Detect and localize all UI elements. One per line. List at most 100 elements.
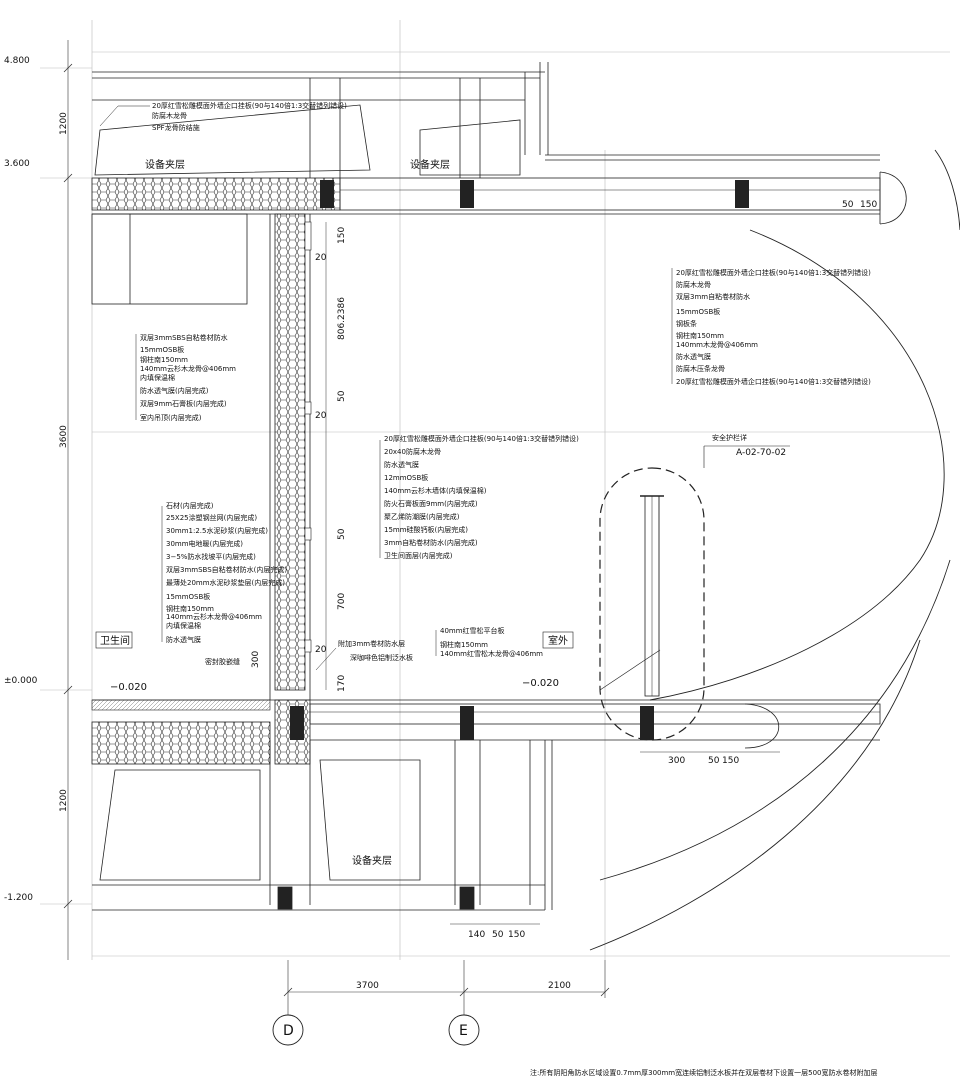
slab-dimensions: 50 150 300 50 150 140 50 150 xyxy=(450,200,877,940)
svg-text:室内吊顶(内层完成): 室内吊顶(内层完成) xyxy=(140,413,202,422)
axis-e: E xyxy=(459,1023,468,1039)
svg-text:140mm云杉木墙体(内填保温棉): 140mm云杉木墙体(内填保温棉) xyxy=(384,486,487,495)
svg-text:140mm木龙骨@406mm: 140mm木龙骨@406mm xyxy=(676,340,758,349)
level-3600: 3.600 xyxy=(4,159,30,169)
svg-text:140: 140 xyxy=(468,930,485,940)
level-markers: 4.800 3.600 ±0.000 -1.200 1200 3600 1200 xyxy=(4,40,73,960)
svg-text:双层9mm石膏板(内层完成): 双层9mm石膏板(内层完成) xyxy=(140,399,227,408)
svg-text:卫生间面层(内层完成): 卫生间面层(内层完成) xyxy=(384,551,453,560)
svg-text:15mmOSB板: 15mmOSB板 xyxy=(676,307,720,316)
level-0000: ±0.000 xyxy=(4,676,38,686)
notes-left-roof: 双层3mmSBS自粘卷材防水 15mmOSB板 钢柱南150mm 140mm云杉… xyxy=(135,333,236,422)
svg-text:钢柱南150mm: 钢柱南150mm xyxy=(440,640,488,649)
svg-text:聚乙烯防潮膜(内层完成): 聚乙烯防潮膜(内层完成) xyxy=(384,512,460,521)
svg-text:内填保温棉: 内填保温棉 xyxy=(166,621,201,630)
notes-right-wall: 20厚红雪松雕模面外墙企口挂板(90与140倍1:3交替错列错设) 防腐木龙骨 … xyxy=(671,268,871,386)
elevation-right: −0.020 xyxy=(522,678,559,689)
svg-text:3−5%防水找坡平(内层完成): 3−5%防水找坡平(内层完成) xyxy=(166,552,256,561)
guard-rail-label: 安全护栏详 xyxy=(712,433,747,442)
lower-equipment xyxy=(92,740,553,911)
wall-dimensions: 150 806.2386 50 20 20 50 700 20 170 300 xyxy=(251,222,347,692)
svg-text:石材(内层完成): 石材(内层完成) xyxy=(166,501,214,510)
interior-box xyxy=(91,213,248,305)
footnote: 注:所有阴阳角防水区域设置0.7mm厚300mm宽连续铝制泛水板并在双层卷材下设… xyxy=(530,1068,878,1077)
note-seal: 密封胶嵌缝 xyxy=(205,657,240,666)
svg-text:50: 50 xyxy=(842,200,854,210)
level-4800: 4.800 xyxy=(4,56,30,66)
bottom-dimensions: 3700 2100 D E xyxy=(272,960,610,1046)
elevation-left: −0.020 xyxy=(110,682,147,693)
svg-text:15mmOSB板: 15mmOSB板 xyxy=(140,345,184,354)
notes-center-wall: 20厚红雪松雕模面外墙企口挂板(90与140倍1:3交替错列错设) 20x40防… xyxy=(379,434,579,560)
room-outdoor: 室外 xyxy=(548,634,568,647)
svg-text:140mm云杉木龙骨@406mm: 140mm云杉木龙骨@406mm xyxy=(140,364,236,373)
svg-text:40mm红雪松平台板: 40mm红雪松平台板 xyxy=(440,626,505,635)
svg-text:50: 50 xyxy=(337,528,347,540)
guard-rail-ref: A-02-70-02 xyxy=(736,448,786,458)
main-wall xyxy=(269,213,312,700)
svg-text:150: 150 xyxy=(722,756,739,766)
svg-text:20x40防腐木龙骨: 20x40防腐木龙骨 xyxy=(384,447,441,456)
curved-canopy xyxy=(589,149,960,951)
svg-text:140mm红雪松木龙骨@406mm: 140mm红雪松木龙骨@406mm xyxy=(440,649,543,658)
grid-lines xyxy=(40,20,950,960)
dim-3700: 3700 xyxy=(356,981,379,991)
svg-text:700: 700 xyxy=(337,593,347,610)
svg-text:30mm1:2.5水泥砂浆(内层完成): 30mm1:2.5水泥砂浆(内层完成) xyxy=(166,526,268,535)
notes-deck: 40mm红雪松平台板 钢柱南150mm 140mm红雪松木龙骨@406mm xyxy=(435,626,543,658)
level-m1200: -1.200 xyxy=(4,893,33,903)
notes-top-eave: 20厚红雪松雕模面外墙企口挂板(90与140倍1:3交替错列错设) 防腐木龙骨 … xyxy=(99,101,347,132)
svg-text:50: 50 xyxy=(492,930,504,940)
svg-text:150: 150 xyxy=(337,227,347,244)
notes-base: 附加3mm卷材防水层 深咖啡色铝制泛水板 xyxy=(315,639,413,671)
svg-text:最薄处20mm水泥砂浆垫层(内层完成): 最薄处20mm水泥砂浆垫层(内层完成) xyxy=(166,578,285,587)
room-bathroom: 卫生间 xyxy=(100,634,130,647)
svg-text:20厚红雪松雕模面外墙企口挂板(90与140倍1:3交替错列: 20厚红雪松雕模面外墙企口挂板(90与140倍1:3交替错列错设) xyxy=(676,268,871,277)
roof-slab xyxy=(91,171,907,225)
svg-text:50: 50 xyxy=(337,390,347,402)
room-labels: 设备夹层 设备夹层 设备夹层 卫生间 室外 −0.020 −0.020 xyxy=(95,158,574,867)
svg-text:20厚红雪松雕模面外墙企口挂板(90与140倍1:3交替错列: 20厚红雪松雕模面外墙企口挂板(90与140倍1:3交替错列错设) xyxy=(152,101,347,110)
room-equipment-lower: 设备夹层 xyxy=(352,854,392,867)
svg-text:12mmOSB板: 12mmOSB板 xyxy=(384,473,428,482)
svg-text:双层3mmSBS自粘卷材防水(内层完成): 双层3mmSBS自粘卷材防水(内层完成) xyxy=(166,565,287,574)
svg-text:3mm自粘卷材防水(内层完成): 3mm自粘卷材防水(内层完成) xyxy=(384,538,478,547)
svg-text:防水透气膜: 防水透气膜 xyxy=(384,460,419,469)
svg-text:钢板条: 钢板条 xyxy=(676,319,697,328)
svg-text:防水透气膜(内层完成): 防水透气膜(内层完成) xyxy=(140,386,209,395)
svg-text:20: 20 xyxy=(315,645,327,655)
svg-text:150: 150 xyxy=(860,200,877,210)
svg-text:防火石膏板面9mm(内层完成): 防火石膏板面9mm(内层完成) xyxy=(384,499,478,508)
room-equipment-upper-left: 设备夹层 xyxy=(145,158,185,171)
svg-text:防腐木龙骨: 防腐木龙骨 xyxy=(676,280,711,289)
svg-text:20厚红雪松雕模面外墙企口挂板(90与140倍1:3交替错列: 20厚红雪松雕模面外墙企口挂板(90与140倍1:3交替错列错设) xyxy=(384,434,579,443)
floor-slab xyxy=(91,699,881,765)
svg-text:附加3mm卷材防水层: 附加3mm卷材防水层 xyxy=(338,639,405,648)
svg-text:防水透气膜: 防水透气膜 xyxy=(166,635,201,644)
svg-text:深咖啡色铝制泛水板: 深咖啡色铝制泛水板 xyxy=(350,653,413,662)
svg-text:170: 170 xyxy=(337,675,347,692)
svg-text:钢柱南150mm: 钢柱南150mm xyxy=(140,355,188,364)
svg-text:140mm云杉木龙骨@406mm: 140mm云杉木龙骨@406mm xyxy=(166,612,262,621)
svg-text:20: 20 xyxy=(315,253,327,263)
svg-text:防水透气膜: 防水透气膜 xyxy=(676,352,711,361)
upper-eave xyxy=(92,62,880,178)
svg-text:20厚红雪松雕模面外墙企口挂板(90与140倍1:3交替错列: 20厚红雪松雕模面外墙企口挂板(90与140倍1:3交替错列错设) xyxy=(676,377,871,386)
svg-text:20: 20 xyxy=(315,411,327,421)
svg-text:15mmOSB板: 15mmOSB板 xyxy=(166,592,210,601)
svg-text:SPF龙骨防结施: SPF龙骨防结施 xyxy=(152,123,200,132)
svg-text:双层3mmSBS自粘卷材防水: 双层3mmSBS自粘卷材防水 xyxy=(140,333,228,342)
guard-rail-detail: 安全护栏详 A-02-70-02 xyxy=(599,433,790,741)
axis-d: D xyxy=(283,1023,294,1039)
svg-text:防腐木龙骨: 防腐木龙骨 xyxy=(152,111,187,120)
notes-floor: 石材(内层完成) 25X25涂塑钢丝网(内层完成) 30mm1:2.5水泥砂浆(… xyxy=(161,501,287,666)
svg-text:25X25涂塑钢丝网(内层完成): 25X25涂塑钢丝网(内层完成) xyxy=(166,513,257,522)
svg-text:30mm电地暖(内层完成): 30mm电地暖(内层完成) xyxy=(166,539,243,548)
dim-1200-top: 1200 xyxy=(59,112,69,135)
svg-text:300: 300 xyxy=(251,651,261,668)
svg-text:双层3mm自粘卷材防水: 双层3mm自粘卷材防水 xyxy=(676,292,750,301)
dim-2100: 2100 xyxy=(548,981,571,991)
svg-text:150: 150 xyxy=(508,930,525,940)
svg-text:钢柱南150mm: 钢柱南150mm xyxy=(676,331,724,340)
